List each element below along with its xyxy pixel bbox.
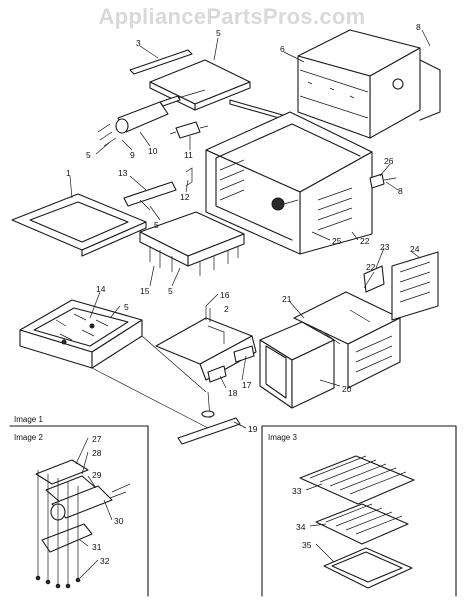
callout-24: 24	[410, 244, 420, 254]
caption-image-3: Image 3	[268, 433, 297, 442]
callout-29: 29	[92, 470, 102, 480]
callout-12: 12	[180, 192, 190, 202]
part-13-bracket	[123, 181, 177, 211]
caption-image-1: Image 1	[14, 415, 43, 424]
part-6-outer-housing	[297, 29, 441, 139]
part-1-door-frame	[11, 193, 147, 257]
callout-13: 13	[118, 168, 128, 178]
leader-lines	[69, 29, 431, 579]
part-15-broil-tray	[139, 211, 245, 276]
callout-28: 28	[92, 448, 102, 458]
callout-8: 8	[398, 186, 403, 196]
callout-25: 25	[332, 236, 342, 246]
callout-10: 10	[148, 146, 158, 156]
part-19-rod	[177, 410, 241, 445]
callout-8: 8	[416, 22, 421, 32]
callout-18: 18	[228, 388, 238, 398]
callout-23: 23	[380, 242, 390, 252]
callout-35: 35	[302, 540, 312, 550]
part-10-heater-assembly	[97, 89, 206, 147]
part-24-side-panel	[391, 251, 439, 321]
callout-22: 22	[366, 262, 376, 272]
callout-5: 5	[168, 286, 173, 296]
callout-34: 34	[296, 522, 306, 532]
part-20-door-frame	[259, 321, 335, 409]
callout-5: 5	[124, 302, 129, 312]
callout-32: 32	[100, 556, 110, 566]
callout-19: 19	[248, 424, 258, 434]
callout-15: 15	[140, 286, 150, 296]
callout-30: 30	[114, 516, 124, 526]
image-2-element-assembly	[35, 459, 131, 589]
caption-image-2: Image 2	[14, 433, 43, 442]
callout-27: 27	[92, 434, 102, 444]
callout-5: 5	[216, 28, 221, 38]
callout-5: 5	[154, 220, 159, 230]
image-3-oven-racks	[299, 455, 415, 589]
callout-16: 16	[220, 290, 230, 300]
part-18-terminal-block	[207, 365, 227, 383]
callout-21: 21	[282, 294, 292, 304]
callout-6: 6	[280, 44, 285, 54]
callout-labels: 3 5 6 8 5 9 10 11 12 13 5 1 15 5 14 5 16…	[66, 22, 421, 566]
part-26-connector	[369, 173, 397, 189]
callout-33: 33	[292, 486, 302, 496]
section-dividers	[9, 425, 457, 597]
callout-1: 1	[66, 168, 71, 178]
callout-3: 3	[136, 38, 141, 48]
callout-17: 17	[242, 380, 252, 390]
callout-2: 2	[224, 304, 229, 314]
callout-20: 20	[342, 384, 352, 394]
part-12-clip	[185, 167, 193, 187]
callout-9: 9	[130, 150, 135, 160]
callout-11: 11	[184, 150, 193, 160]
watermark-text: AppliancePartsPros.com	[98, 4, 366, 29]
callout-14: 14	[96, 284, 106, 294]
callout-22: 22	[360, 236, 370, 246]
part-17-switch-block	[233, 345, 255, 363]
top-cover-plate	[149, 59, 251, 111]
callout-5: 5	[86, 150, 91, 160]
part-14-bottom-pan	[19, 299, 143, 369]
oven-cavity-liner	[205, 111, 373, 255]
part-21-insulation-box	[293, 291, 401, 389]
image-captions: Image 1 Image 2 Image 3	[14, 415, 297, 442]
part-11-switch	[169, 121, 209, 139]
callout-26: 26	[384, 156, 394, 166]
callout-31: 31	[92, 542, 102, 552]
part-2-control-panel	[155, 306, 257, 381]
part-3-trim-strip	[129, 49, 193, 75]
